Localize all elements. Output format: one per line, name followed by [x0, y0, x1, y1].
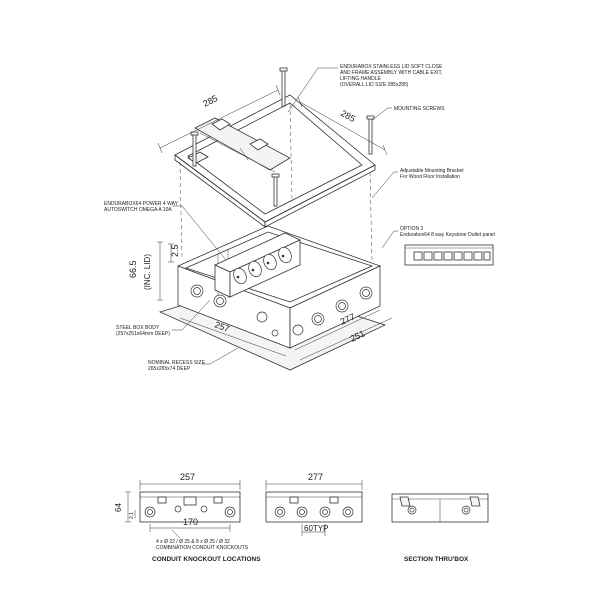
svg-text:Adjustable Mounting Bracket: Adjustable Mounting Bracket	[400, 168, 464, 174]
dim-front-centres: 170	[183, 517, 198, 527]
svg-text:(OVERALL LID SIZE 285x285): (OVERALL LID SIZE 285x285)	[340, 82, 409, 88]
svg-text:Endurabox64 8 way Keystone Out: Endurabox64 8 way Keystone Outlet panel	[400, 232, 495, 238]
assembly-guides	[179, 103, 373, 263]
knockout-note-2: COMBINATION CONDUIT KNOCKOUTS	[156, 545, 249, 551]
callout-mounting-screws: MOUNTING SCREWS	[394, 106, 445, 112]
dim-body-width: 257	[213, 319, 231, 334]
svg-text:NOMINAL RECESS SIZE: NOMINAL RECESS SIZE	[148, 360, 206, 366]
knockout-note-1: 4 x Ø 22 / Ø 25 & 8 x Ø 25 / Ø 32	[156, 539, 230, 545]
dim-front-height: 64	[114, 503, 123, 512]
callout-power: ENDURABOX64 POWER 4 WAY AUTOSWITCH OMEGA…	[104, 201, 179, 213]
dim-lip: 2.5	[170, 244, 180, 257]
callout-option: OPTION 2 Endurabox64 8 way Keystone Outl…	[400, 226, 495, 238]
svg-text:(257x251x64mm DEEP): (257x251x64mm DEEP)	[116, 331, 170, 337]
power-module	[214, 232, 301, 298]
svg-text:265x265x74 DEEP: 265x265x74 DEEP	[148, 366, 191, 372]
dim-front-lip: 2.1	[129, 512, 135, 519]
dim-side-width: 277	[308, 472, 323, 482]
side-view: 277 60TYP	[265, 472, 363, 536]
keystone-panel	[404, 244, 494, 266]
svg-text:OPTION 2: OPTION 2	[400, 226, 424, 232]
dim-lid-right: 285	[339, 108, 357, 124]
svg-text:STEEL BOX BODY: STEEL BOX BODY	[116, 325, 160, 331]
dim-front-width: 257	[180, 472, 195, 482]
svg-text:AND FRAME ASSEMBLY WITH CABLE: AND FRAME ASSEMBLY WITH CABLE EXIT,	[340, 70, 442, 76]
callout-recess: NOMINAL RECESS SIZE 265x265x74 DEEP	[148, 360, 206, 372]
callout-leaders	[172, 67, 398, 365]
iso-dimensions: 285 285 66.5 (INC. LID) 2.5 257 277 251	[128, 84, 393, 361]
section-view	[391, 493, 489, 523]
callout-steel-box: STEEL BOX BODY (257x251x64mm DEEP)	[116, 325, 170, 337]
callout-lid: ENDURABOX STAINLESS LID SOFT CLOSE AND F…	[340, 64, 443, 88]
caption-knockouts: CONDUIT KNOCKOUT LOCATIONS	[152, 556, 261, 563]
caption-section: SECTION THRU'BOX	[404, 556, 469, 563]
dim-height-note: (INC. LID)	[143, 254, 152, 290]
front-view: 257 64 2.1 170 4 x Ø 22 / Ø 25 & 8 x Ø 2…	[114, 472, 249, 551]
mounting-screws	[190, 67, 375, 207]
callout-bracket: Adjustable Mounting Bracket For Wood Flo…	[400, 168, 464, 180]
svg-text:For Wood Floor Installation: For Wood Floor Installation	[400, 174, 460, 180]
svg-text:LIFTING HANDLE: LIFTING HANDLE	[340, 76, 382, 82]
dim-side-pitch: 60TYP	[304, 524, 328, 533]
svg-text:ENDURABOX64 POWER 4 WAY: ENDURABOX64 POWER 4 WAY	[104, 201, 179, 207]
svg-text:AUTOSWITCH OMEGA A 10A: AUTOSWITCH OMEGA A 10A	[104, 207, 172, 213]
dim-height: 66.5	[128, 260, 138, 278]
svg-text:ENDURABOX STAINLESS LID SOFT C: ENDURABOX STAINLESS LID SOFT CLOSE	[340, 64, 443, 70]
dim-lid-left: 285	[201, 93, 219, 109]
